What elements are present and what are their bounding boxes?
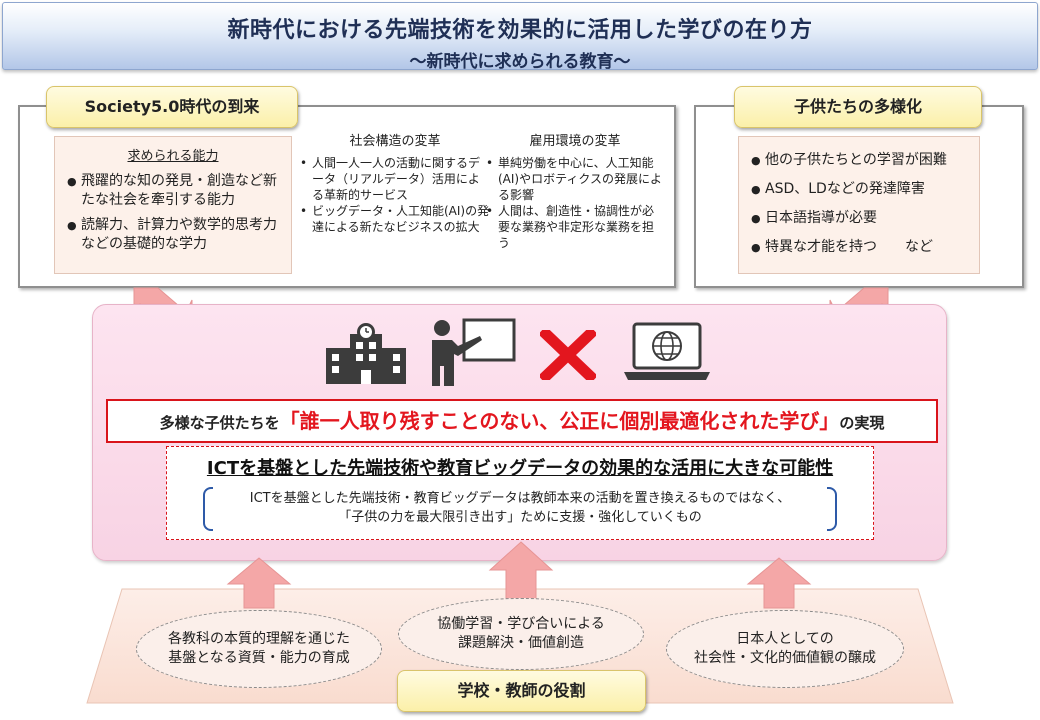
- employment-change-item: 人間は、創造性・協調性が必要な業務や非定形な業務を担う: [486, 203, 664, 251]
- teacher-board-icon: [432, 318, 516, 386]
- children-item: ASD、LDなどの発達障害: [751, 180, 971, 199]
- employment-change-heading: 雇用環境の変革: [529, 134, 621, 149]
- goal-box: 多様な子供たちを「誰一人取り残すことのない、公正に個別最適化された学び」の実現: [106, 399, 938, 443]
- school-building-icon: [326, 323, 406, 384]
- ict-note-line: ICTを基盤とした先端技術・教育ビッグデータは教師本来の活動を置き換えるものでは…: [249, 491, 791, 506]
- social-change-item: 人間一人一人の活動に関するデータ（リアルデータ）活用による革新的サービス: [300, 155, 490, 203]
- social-change-item: ビッグデータ・人工知能(AI)の発達による新たなビジネスの拡大: [300, 203, 490, 235]
- role-item-ellipse: 日本人としての 社会性・文化的価値観の醸成: [666, 610, 904, 688]
- ict-note: ICTを基盤とした先端技術・教育ビッグデータは教師本来の活動を置き換えるものでは…: [207, 489, 833, 527]
- children-tab: 子供たちの多様化: [734, 86, 982, 128]
- children-diversity-box: 他の子供たちとの学習が困難 ASD、LDなどの発達障害 日本語指導が必要 特異な…: [738, 136, 980, 274]
- role-item-line: 課題解決・価値創造: [458, 635, 584, 651]
- social-change-heading: 社会構造の変革: [349, 134, 441, 149]
- children-item: 他の子供たちとの学習が困難: [751, 151, 971, 170]
- ict-note-line: 「子供の力を最大限引き出す」ために支援・強化していくもの: [338, 510, 702, 525]
- society-tab: Society5.0時代の到来: [46, 86, 298, 128]
- cross-icon: [540, 330, 596, 380]
- role-tab: 学校・教師の役割: [397, 670, 646, 712]
- required-ability-heading: 求められる能力: [127, 149, 219, 164]
- ict-box: ICTを基盤とした先端技術や教育ビッグデータの効果的な活用に大きな可能性 ICT…: [166, 446, 874, 540]
- ability-item: 飛躍的な知の発見・創造など新たな社会を牽引する能力: [67, 172, 281, 210]
- title-banner: 新時代における先端技術を効果的に活用した学びの在り方 ～新時代に求められる教育～: [2, 2, 1038, 72]
- role-item-line: 社会性・文化的価値観の醸成: [694, 650, 876, 666]
- employment-change-section: 雇用環境の変革 単純労働を中心に、人工知能(AI)やロボティクスの発展による影響…: [486, 130, 664, 251]
- children-item: 特異な才能を持つ など: [751, 238, 971, 257]
- required-ability-box: 求められる能力 飛躍的な知の発見・創造など新たな社会を牽引する能力 読解力、計算…: [54, 136, 292, 274]
- page-subtitle: ～新時代に求められる教育～: [409, 52, 631, 72]
- goal-prefix: 多様な子供たちを: [159, 414, 280, 432]
- children-item: 日本語指導が必要: [751, 209, 971, 228]
- role-item-ellipse: 協働学習・学び合いによる 課題解決・価値創造: [398, 598, 644, 670]
- role-item-line: 協働学習・学び合いによる: [437, 616, 605, 632]
- ability-item: 読解力、計算力や数学的思考力などの基礎的な学力: [67, 216, 281, 254]
- role-item-line: 各教科の本質的理解を通じた: [168, 631, 350, 647]
- page-title: 新時代における先端技術を効果的に活用した学びの在り方: [227, 18, 813, 43]
- bracket-left: [203, 487, 213, 531]
- laptop-globe-icon: [624, 322, 710, 380]
- role-item-ellipse: 各教科の本質的理解を通じた 基盤となる資質・能力の育成: [136, 610, 382, 688]
- role-item-line: 基盤となる資質・能力の育成: [168, 650, 350, 666]
- bracket-right: [827, 487, 837, 531]
- goal-suffix: の実現: [839, 414, 885, 432]
- arrow-up-right: [746, 557, 812, 609]
- arrow-up-left: [226, 557, 292, 609]
- social-change-section: 社会構造の変革 人間一人一人の活動に関するデータ（リアルデータ）活用による革新的…: [300, 130, 490, 235]
- ict-heading: ICTを基盤とした先端技術や教育ビッグデータの効果的な活用に大きな可能性: [206, 458, 834, 479]
- employment-change-item: 単純労働を中心に、人工知能(AI)やロボティクスの発展による影響: [486, 155, 664, 203]
- role-item-line: 日本人としての: [736, 631, 834, 647]
- goal-highlight: 「誰一人取り残すことのない、公正に個別最適化された学び」: [279, 409, 840, 433]
